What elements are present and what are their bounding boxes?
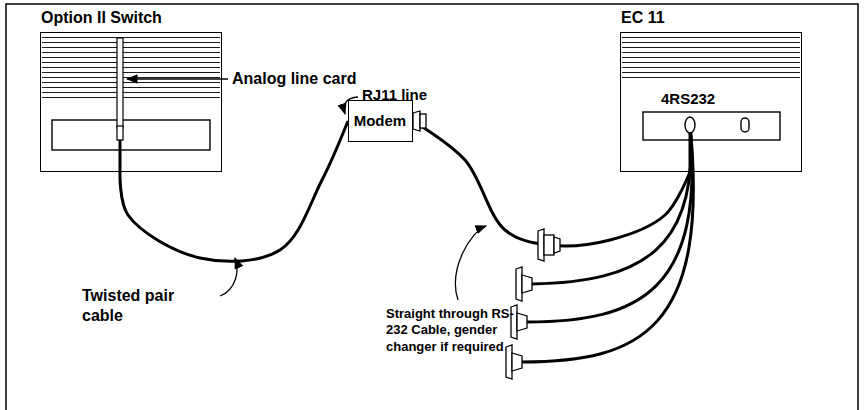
modem-box: Modem bbox=[348, 100, 413, 142]
leader-arrow bbox=[220, 258, 237, 296]
vent-stripes bbox=[42, 36, 220, 98]
rs232-port bbox=[741, 118, 749, 132]
frame bbox=[6, 4, 858, 410]
port-panel bbox=[643, 112, 780, 140]
ec11-box: EC 114RS232 bbox=[620, 32, 802, 172]
front-panel bbox=[52, 120, 210, 150]
vent-stripes bbox=[622, 36, 800, 80]
card-slot bbox=[117, 126, 123, 140]
leader-arrow bbox=[127, 78, 228, 79]
wire bbox=[532, 125, 691, 284]
leader-arrow bbox=[455, 226, 486, 300]
callout-label: Twisted pair cable bbox=[82, 286, 207, 326]
db-connector bbox=[516, 267, 532, 301]
wire bbox=[527, 125, 692, 322]
device-title: Option II Switch bbox=[41, 9, 162, 27]
cable-stub bbox=[119, 140, 122, 172]
line-card bbox=[117, 38, 123, 128]
wire bbox=[522, 125, 693, 362]
rs232-port bbox=[685, 117, 695, 133]
db-connector bbox=[506, 345, 522, 379]
modem-connector bbox=[420, 114, 426, 128]
callout-label: Straight through RS-232 Cable, gender ch… bbox=[386, 306, 521, 355]
db-connector bbox=[538, 229, 560, 261]
callout-label: Analog line card bbox=[232, 69, 356, 89]
switch-box: Option II Switch bbox=[40, 32, 222, 172]
port-label: 4RS232 bbox=[661, 90, 715, 107]
device-title: EC 11 bbox=[621, 9, 665, 27]
modem-connector bbox=[413, 111, 420, 131]
device-name: Modem bbox=[354, 112, 407, 129]
callout-label: RJ11 line bbox=[362, 86, 427, 105]
